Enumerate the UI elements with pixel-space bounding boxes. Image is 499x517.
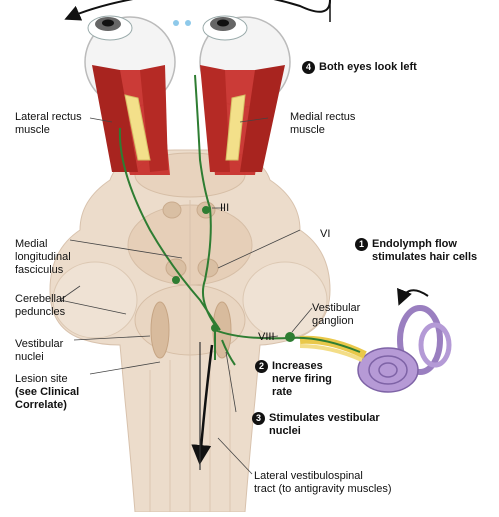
step-3-badge: 3 (252, 412, 265, 425)
vestibulospinal-tract-arrow (191, 344, 214, 465)
right-eye (173, 15, 291, 175)
step-2-badge: 2 (255, 360, 268, 373)
leader-lines (59, 117, 313, 475)
mlf-label: Medial longitudinal fasciculus (15, 238, 71, 276)
lesion-site-label: Lesion site (see Clinical Correlate) (15, 373, 80, 411)
cn-iii-label: III (220, 202, 230, 214)
inner-ear (357, 287, 452, 393)
cn-vi-label: VI (320, 228, 331, 240)
brainstem (49, 149, 331, 513)
cn-viii-label: VIII (258, 331, 275, 343)
vestibulospinal-tract-label: Lateral vestibulospinal tract (to antigr… (254, 470, 392, 495)
step-4-badge: 4 (302, 61, 315, 74)
endolymph-flow-arrow (397, 287, 429, 306)
step-1-badge: 1 (355, 238, 368, 251)
eye-rotation-arrow (64, 0, 331, 21)
left-eye (84, 15, 176, 175)
